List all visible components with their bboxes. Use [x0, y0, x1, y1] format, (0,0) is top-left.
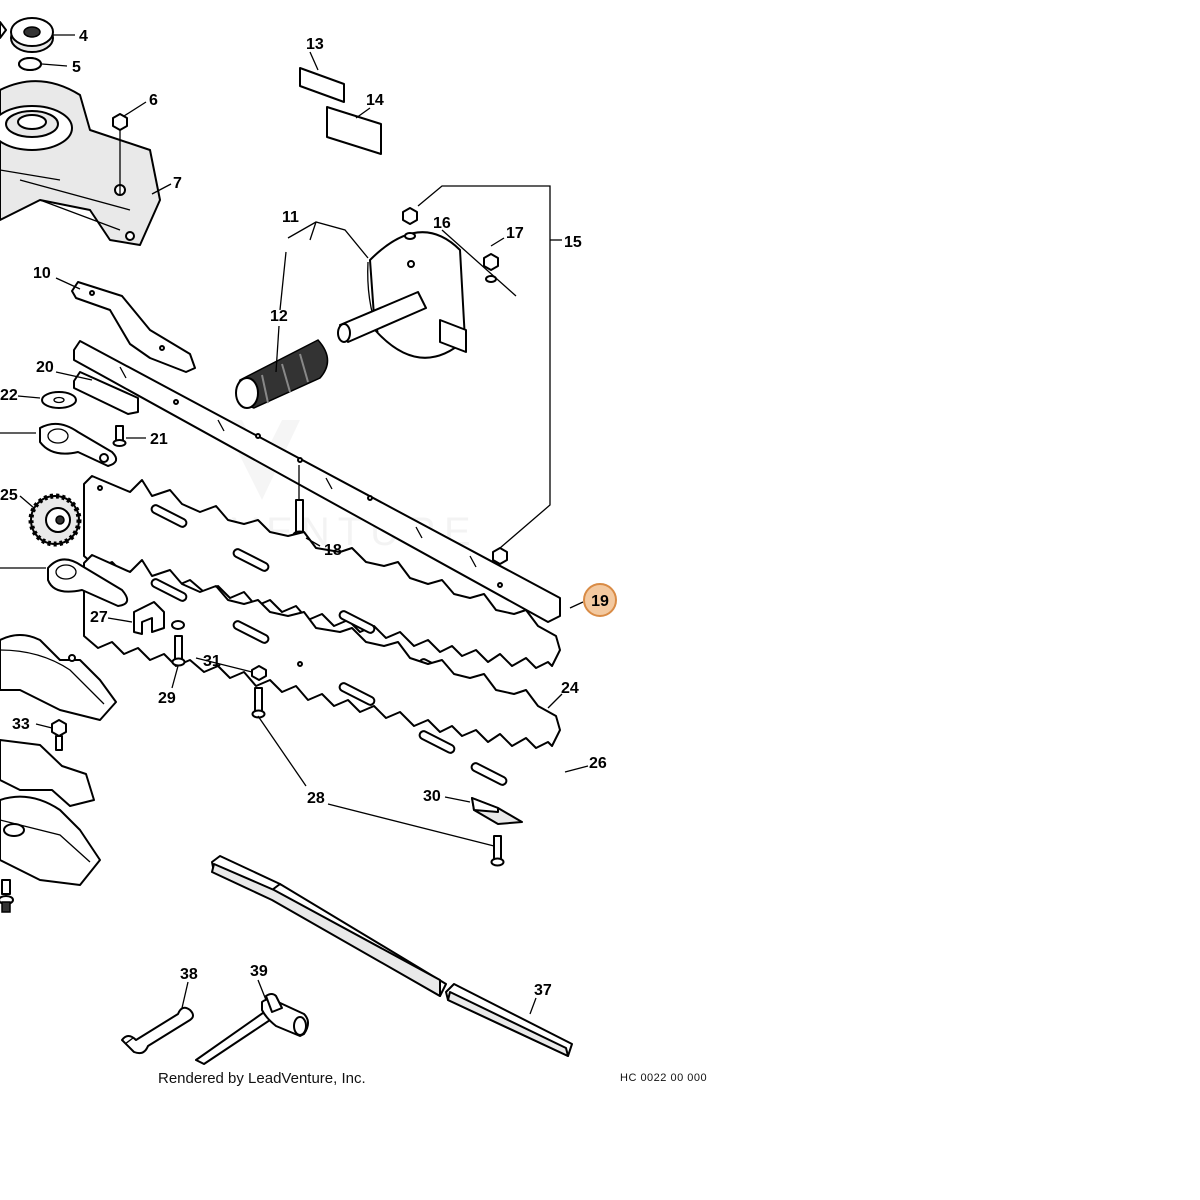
bolt-21	[112, 425, 127, 447]
nut-31	[251, 665, 267, 681]
washer-31a	[171, 620, 185, 630]
callout-16[interactable]: 16	[433, 215, 451, 232]
blade-26	[83, 554, 561, 786]
callout-21[interactable]: 21	[150, 431, 168, 448]
callout-15[interactable]: 15	[564, 234, 582, 251]
screw-left	[0, 879, 14, 913]
washer-16	[404, 232, 416, 240]
render-credit: Rendered by LeadVenture, Inc.	[158, 1070, 366, 1087]
callout-29[interactable]: 29	[158, 690, 176, 707]
callout-7[interactable]: 7	[173, 175, 182, 192]
callout-13[interactable]: 13	[306, 36, 324, 53]
callout-18[interactable]: 18	[324, 542, 342, 559]
wrench-38	[121, 1006, 194, 1055]
link-21	[0, 422, 118, 467]
callout-5[interactable]: 5	[72, 59, 81, 76]
callout-38[interactable]: 38	[180, 966, 198, 983]
callout-22[interactable]: 22	[0, 387, 18, 404]
callout-25[interactable]: 25	[0, 487, 18, 504]
gear-25	[28, 493, 82, 547]
nut-15-bottom	[492, 547, 508, 565]
bolt-29	[171, 635, 186, 689]
callout-26[interactable]: 26	[589, 755, 607, 772]
callout-37[interactable]: 37	[534, 982, 552, 999]
callout-10[interactable]: 10	[33, 265, 51, 282]
callout-30[interactable]: 30	[423, 788, 441, 805]
nut-17	[483, 253, 499, 271]
decal-14	[326, 106, 382, 155]
callout-14[interactable]: 14	[366, 92, 384, 109]
link-lower	[0, 558, 129, 607]
callout-11[interactable]: 11	[282, 209, 299, 226]
handle-shaft-11	[337, 291, 427, 343]
callout-6[interactable]: 6	[149, 92, 158, 109]
callout-20[interactable]: 20	[36, 359, 54, 376]
callout-19-highlight[interactable]: 19	[583, 583, 617, 617]
bolt-28b	[490, 835, 505, 867]
callout-19[interactable]: 19	[591, 593, 609, 610]
clip-5	[18, 57, 42, 71]
callout-12[interactable]: 12	[270, 308, 288, 325]
box-wrench-39	[195, 993, 309, 1065]
bolt-28a	[251, 687, 266, 719]
blade-cover-37	[211, 855, 573, 1057]
callout-4[interactable]: 4	[79, 28, 88, 45]
cover-plate-top	[0, 634, 117, 721]
callouts: 4 5 6 7 10 11 12 13 14 15 16 17 18 19 20…	[0, 28, 617, 999]
grip-12	[235, 339, 329, 409]
nut-15-top	[402, 207, 418, 225]
callout-27[interactable]: 27	[90, 609, 108, 626]
nut-6	[112, 113, 128, 131]
washer-22	[41, 391, 77, 409]
cover-plate-bottom	[0, 795, 101, 886]
callout-17[interactable]: 17	[506, 225, 524, 242]
callout-31[interactable]: 31	[203, 653, 221, 670]
bracket-27	[133, 601, 165, 635]
decal-13	[299, 67, 345, 103]
guide-bar-19	[73, 340, 561, 623]
callout-24[interactable]: 24	[561, 680, 579, 697]
leader-lines	[17, 34, 589, 1015]
bolt-33	[51, 719, 67, 751]
drawing-code: HC 0022 00 000	[620, 1072, 707, 1084]
cover-plate-mid	[0, 739, 95, 807]
plate-20	[73, 371, 139, 415]
callout-33[interactable]: 33	[12, 716, 30, 733]
callout-28[interactable]: 28	[307, 790, 325, 807]
callout-39[interactable]: 39	[250, 963, 268, 980]
highlight-circle[interactable]	[583, 583, 617, 617]
gear-case-assembly	[0, 17, 161, 246]
